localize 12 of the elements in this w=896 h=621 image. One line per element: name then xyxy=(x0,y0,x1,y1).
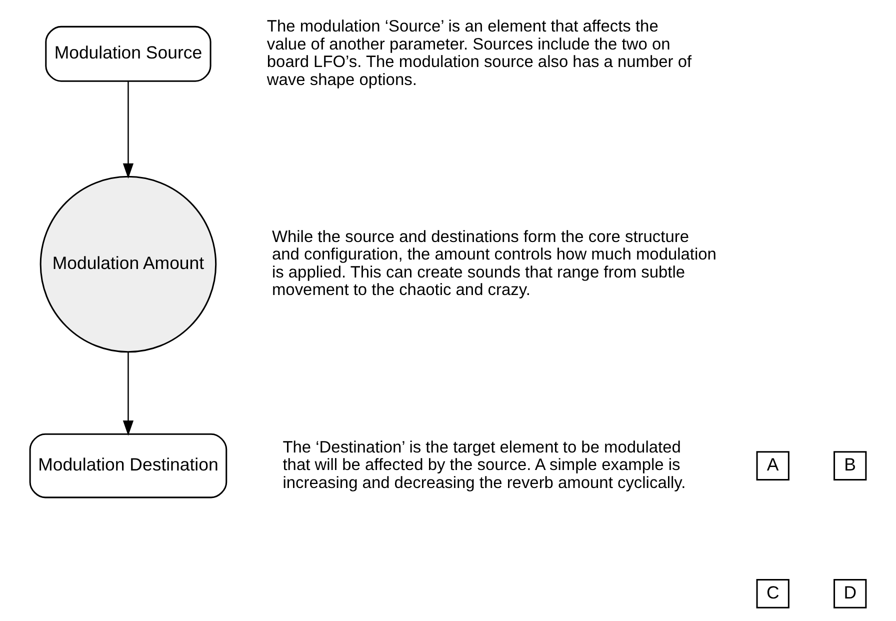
label: While the source and destinations form the core structure and configuration, the amount controls how much modulation is applied. This can create sounds that range from subtle movement to the chaotic and crazy. xyxy=(272,228,716,300)
node-box: A xyxy=(756,451,790,480)
node-box: Modulation Source xyxy=(45,26,212,82)
node-box: C xyxy=(756,579,790,608)
node-box: B xyxy=(834,451,867,480)
arrow xyxy=(122,352,134,436)
node-circle: Modulation Amount xyxy=(40,176,217,353)
node-box: Modulation Destination xyxy=(29,433,228,498)
label: The modulation ‘Source’ is an element that affects the value of another parameter. Sources include the two on board LFO’s. The modulation source also has a number of wave shape options. xyxy=(266,18,692,89)
arrow xyxy=(122,82,134,179)
node-box: D xyxy=(834,579,867,608)
label: The ‘Destination’ is the target element to be modulated that will be affected by the source. A simple example is increasing and decreasing the reverb amount cyclically. xyxy=(282,438,686,492)
